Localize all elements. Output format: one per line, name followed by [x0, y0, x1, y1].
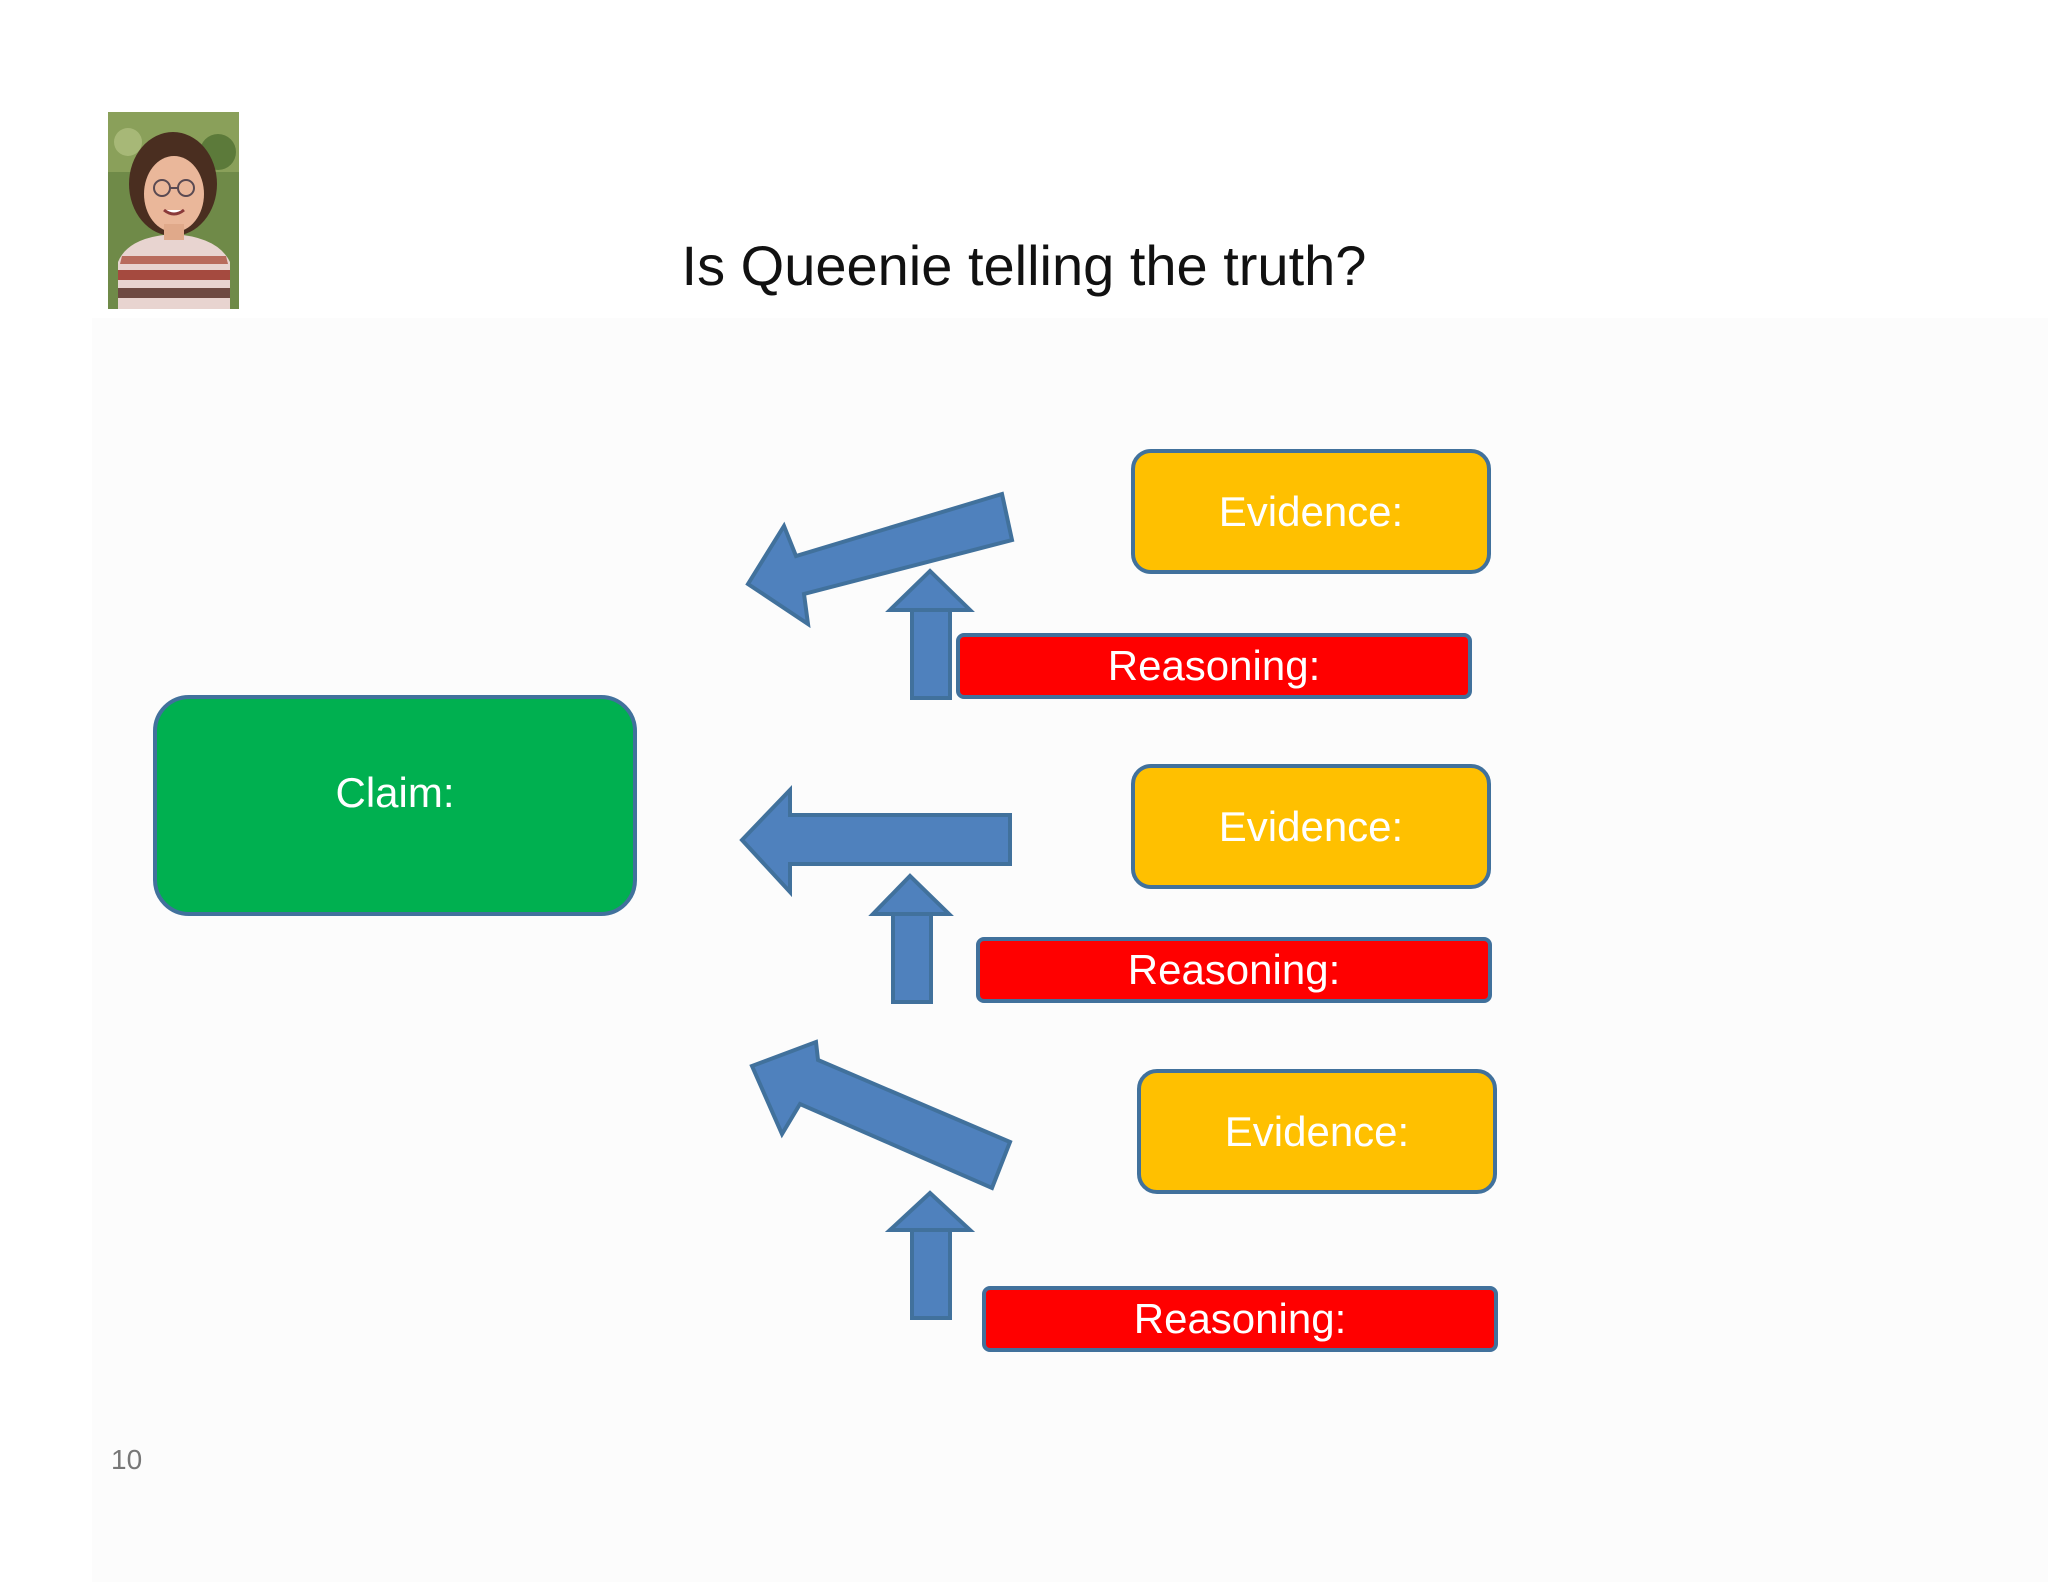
reasoning-box-1: Reasoning:	[956, 633, 1472, 699]
claim-box: Claim:	[153, 695, 637, 916]
arrow-evidence-3-to-claim-icon	[749, 1039, 1013, 1191]
presenter-photo	[108, 112, 239, 309]
arrow-reasoning-3-up-icon	[884, 1190, 976, 1320]
reasoning-label: Reasoning:	[1133, 1295, 1347, 1342]
arrow-reasoning-1-up-icon	[885, 568, 975, 700]
arrow-reasoning-2-up-icon	[868, 873, 954, 1004]
evidence-box-1: Evidence:	[1131, 449, 1491, 574]
evidence-box-3: Evidence:	[1137, 1069, 1497, 1194]
evidence-label: Evidence:	[1224, 1107, 1410, 1155]
evidence-box-2: Evidence:	[1131, 764, 1491, 889]
arrow-evidence-2-to-claim-icon	[739, 785, 1012, 898]
reasoning-label: Reasoning:	[1127, 946, 1341, 993]
arrow-evidence-1-to-claim-icon	[745, 491, 1015, 629]
claim-label: Claim:	[335, 768, 455, 816]
page-number: 10	[111, 1444, 143, 1475]
reasoning-box-3: Reasoning:	[982, 1286, 1498, 1352]
reasoning-label: Reasoning:	[1107, 642, 1321, 689]
reasoning-box-2: Reasoning:	[976, 937, 1492, 1003]
evidence-label: Evidence:	[1218, 487, 1404, 535]
evidence-label: Evidence:	[1218, 802, 1404, 850]
slide-title: Is Queenie telling the truth?	[681, 234, 1367, 297]
